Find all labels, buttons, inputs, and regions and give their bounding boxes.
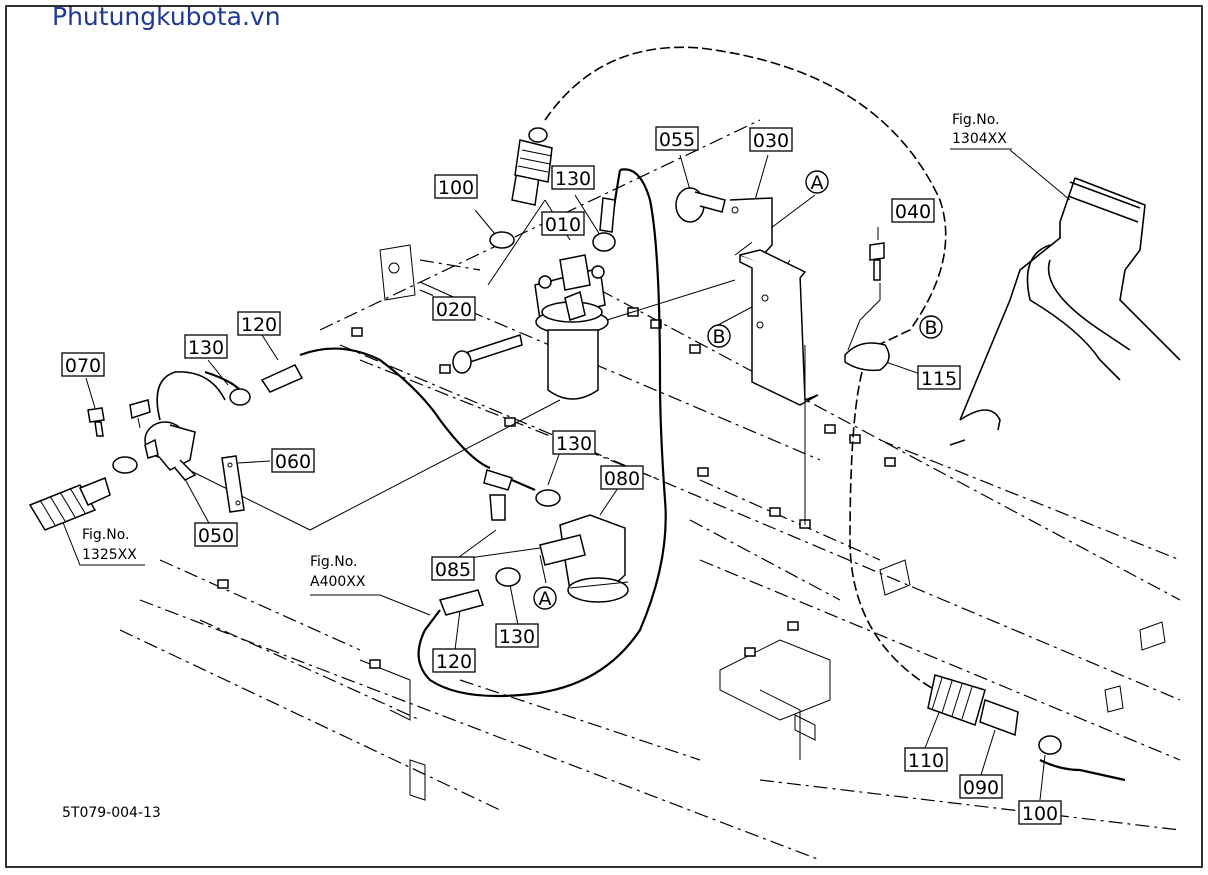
svg-text:130: 130 [188,337,224,359]
part-label-130-top[interactable]: 130 [551,165,595,190]
leader-lines [61,149,1071,801]
clamp-055 [675,187,726,223]
part-label-040[interactable]: 040 [891,198,935,223]
svg-text:B: B [924,317,937,339]
part-label-130-bottom[interactable]: 130 [495,623,539,648]
svg-text:130: 130 [556,433,592,455]
svg-text:085: 085 [435,559,471,581]
svg-text:Fig.No.: Fig.No. [952,112,1000,128]
part-label-050[interactable]: 050 [194,522,238,547]
pump-050 [129,371,226,481]
bolt-020 [452,334,523,374]
tank-pipe [879,177,1181,713]
svg-text:120: 120 [241,314,277,336]
part-label-120-bottom[interactable]: 120 [432,648,476,673]
part-label-010[interactable]: 010 [541,211,585,236]
svg-text:090: 090 [963,777,999,799]
part-label-130-left[interactable]: 130 [184,334,228,359]
part-label-130-middle[interactable]: 130 [552,430,596,455]
svg-text:Fig.No.: Fig.No. [82,527,130,543]
drawing-code: 5T079-004-13 [62,805,161,821]
fig-ref-a400xx[interactable]: Fig.No. A400XX [310,554,366,590]
svg-text:130: 130 [499,626,535,648]
fuel-lines [204,46,1126,782]
part-label-020[interactable]: 020 [432,296,476,321]
svg-text:050: 050 [198,525,234,547]
fig-ref-1325xx[interactable]: Fig.No. 1325XX [82,527,137,563]
bracket-030 [729,197,819,525]
part-label-085[interactable]: 085 [431,556,475,581]
fuel-filter-010 [534,254,609,400]
svg-text:020: 020 [436,299,472,321]
svg-text:110: 110 [908,750,944,772]
svg-text:1325XX: 1325XX [82,547,137,563]
svg-text:100: 100 [438,177,474,199]
svg-text:1304XX: 1304XX [952,131,1007,147]
clamps-top [489,197,616,252]
connector-070 [87,407,105,437]
hose-left [28,456,138,531]
svg-text:060: 060 [275,451,311,473]
svg-text:040: 040 [895,201,931,223]
part-label-060[interactable]: 060 [271,448,315,473]
svg-text:070: 070 [65,355,101,377]
svg-text:A: A [539,588,552,610]
svg-text:010: 010 [545,214,581,236]
bolt-040 [869,242,885,281]
svg-text:030: 030 [753,130,789,152]
part-label-030[interactable]: 030 [749,127,793,152]
svg-text:100: 100 [1022,803,1058,825]
part-label-070[interactable]: 070 [61,352,105,377]
marker-a-top: A [805,170,829,194]
frame-border [5,5,1203,868]
chassis-lines [119,119,1181,861]
part-label-100-bottom[interactable]: 100 [1018,800,1062,825]
fig-ref-1304xx[interactable]: Fig.No. 1304XX [950,112,1012,150]
mount-points [217,307,896,669]
svg-text:120: 120 [436,651,472,673]
svg-text:B: B [712,326,725,348]
svg-text:A: A [811,172,824,194]
svg-text:130: 130 [555,168,591,190]
filter-080 [489,489,629,603]
hose-120-parts [229,364,513,616]
hose-bottom-right [927,674,1062,755]
clamp-115 [844,342,890,372]
part-label-120-top[interactable]: 120 [237,311,281,336]
part-label-080[interactable]: 080 [600,465,644,490]
hose-upper [511,127,553,206]
part-label-055[interactable]: 055 [655,126,699,151]
svg-text:055: 055 [659,129,695,151]
svg-text:115: 115 [921,368,957,390]
svg-text:080: 080 [604,468,640,490]
svg-text:Fig.No.: Fig.No. [310,554,358,570]
watermark-text: Phutungkubota.vn [52,2,281,31]
plate-060 [221,455,245,513]
svg-text:A400XX: A400XX [310,574,366,590]
part-label-115[interactable]: 115 [917,365,961,390]
marker-b-left: B [707,324,731,348]
marker-a-bottom: A [533,586,557,610]
part-label-110[interactable]: 110 [904,747,948,772]
part-label-090[interactable]: 090 [959,774,1003,799]
part-label-100-top[interactable]: 100 [434,174,478,199]
marker-b-right: B [919,315,943,339]
